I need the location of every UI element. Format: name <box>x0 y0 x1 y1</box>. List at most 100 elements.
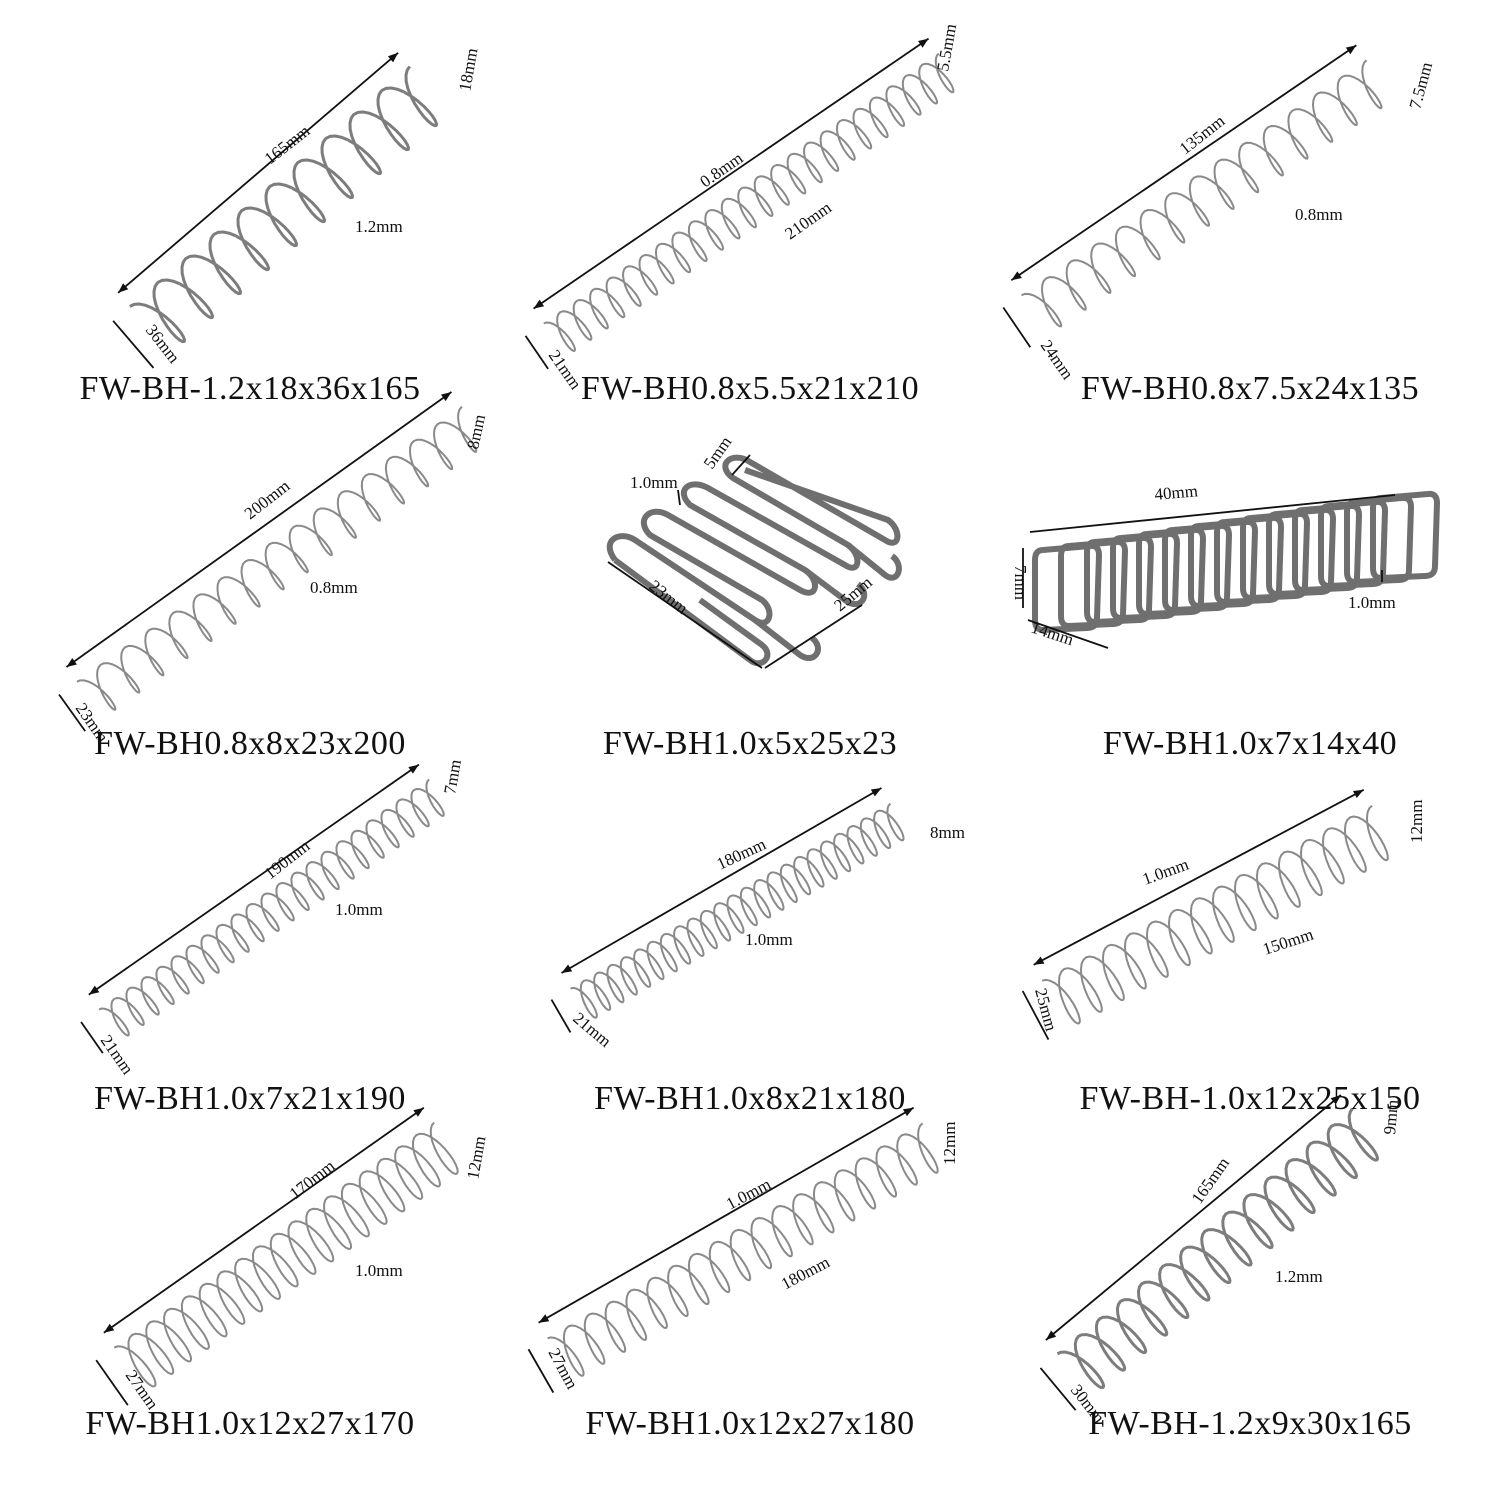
length-dimension-line <box>65 391 452 668</box>
arrowhead-icon <box>533 299 545 309</box>
model-caption: FW-BH1.0x12x27x180 <box>585 1405 915 1442</box>
arrowhead-icon <box>1045 1330 1057 1340</box>
model-caption: FW-BH0.8x8x23x200 <box>94 725 406 762</box>
spring-coil <box>129 65 438 344</box>
model-caption: FW-BH-1.2x18x36x165 <box>79 370 421 407</box>
model-caption: FW-BH1.0x12x27x170 <box>85 1405 415 1442</box>
length-dimension-line <box>1045 1094 1342 1341</box>
wire-diameter-label: 1.0mm <box>335 900 383 919</box>
wire-diameter-label: 0.8mm <box>310 578 358 597</box>
length-dimension-line <box>88 763 420 996</box>
wire-diameter-label: 1.0mm <box>630 473 678 492</box>
arrowhead-icon <box>902 1107 914 1117</box>
arrowhead-icon <box>1345 45 1357 55</box>
width-dimension-line <box>1021 990 1050 1041</box>
spring-coil <box>1021 59 1383 328</box>
width-dimension-line <box>1002 307 1032 348</box>
width-dimension-line <box>58 693 86 732</box>
length-dimension-line <box>561 787 882 974</box>
height-label: 12mm <box>463 1135 489 1181</box>
model-caption: FW-BH0.8x7.5x24x135 <box>1080 370 1420 407</box>
length-label: 180mm <box>778 1252 833 1293</box>
length-dimension-line <box>1033 789 1365 966</box>
spring-zigzag <box>606 454 901 626</box>
model-caption: FW-BH1.0x8x21x180 <box>594 1080 906 1117</box>
width-dimension-line <box>764 604 863 669</box>
height-label: 12mm <box>940 1122 959 1165</box>
arrowhead-icon <box>561 964 573 973</box>
width-dimension-line <box>1027 619 1109 649</box>
length-dimension-line <box>1029 494 1396 533</box>
model-caption: FW-BH0.8x5.5x21x210 <box>580 370 920 407</box>
height-dimension-line <box>731 454 751 476</box>
height-label: 7mm <box>1011 565 1030 600</box>
length-dimension-line <box>103 1107 425 1334</box>
length-dimension-line <box>607 561 763 669</box>
spring-coil <box>570 802 905 1019</box>
height-label: 12mm <box>1407 800 1426 843</box>
arrowhead-icon <box>1033 956 1045 965</box>
model-caption: FW-BH-1.2x9x30x165 <box>1088 1405 1412 1442</box>
width-dimension-line <box>527 1348 555 1394</box>
width-dimension-line <box>112 320 155 369</box>
width-dimension-line <box>95 1359 129 1406</box>
wire-diameter-label: 1.0mm <box>1348 593 1396 612</box>
spring-box-loops <box>1032 490 1440 633</box>
width-dimension-line <box>80 1021 104 1054</box>
wire-diameter-label: 1.0mm <box>355 1261 403 1280</box>
model-caption: FW-BH1.0x5x25x23 <box>602 725 898 762</box>
arrowhead-icon <box>408 764 419 774</box>
spring-coil <box>1056 1107 1379 1390</box>
spring-coil <box>547 1122 939 1377</box>
length-dimension-line <box>1010 44 1357 282</box>
arrowhead-icon <box>387 52 399 63</box>
arrowhead-icon <box>870 787 882 797</box>
wire-dimension-line <box>677 489 681 506</box>
arrowhead-icon <box>103 1323 115 1333</box>
width-dimension-line <box>524 335 549 370</box>
arrowhead-icon <box>538 1314 550 1323</box>
wire-diameter-label: 1.0mm <box>723 1174 774 1213</box>
arrowhead-icon <box>1352 789 1364 799</box>
height-label: 9mm <box>1380 1099 1402 1135</box>
arrowhead-icon <box>88 985 100 995</box>
length-label: 40mm <box>1154 481 1199 504</box>
arrowhead-icon <box>413 1107 424 1117</box>
wire-diameter-label: 0.8mm <box>1295 205 1343 224</box>
arrowhead-icon <box>1011 271 1022 281</box>
spring-coil <box>1041 804 1389 1025</box>
height-label: 8mm <box>930 823 965 842</box>
model-caption: FW-BH-1.0x12x25x150 <box>1079 1080 1421 1117</box>
wire-diameter-label: 1.2mm <box>355 217 403 236</box>
spring-zigzag-back <box>613 542 902 667</box>
arrowhead-icon <box>66 657 77 668</box>
model-caption: FW-BH1.0x7x21x190 <box>94 1080 406 1117</box>
length-label: 165mm <box>1188 1154 1233 1207</box>
spring-coil <box>543 52 955 352</box>
spring-coil <box>98 778 445 1037</box>
